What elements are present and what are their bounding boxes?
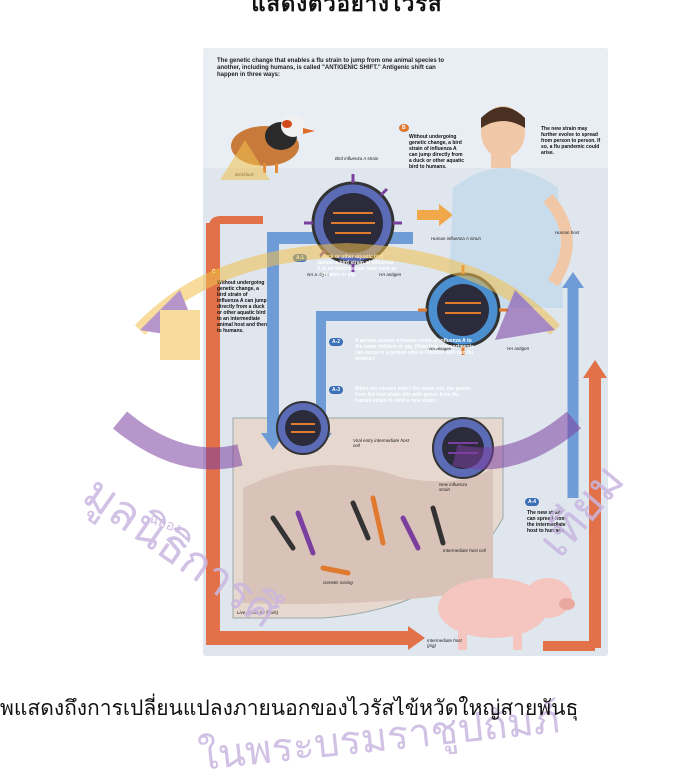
spread-text: The new strain may further evolve to spr…	[541, 126, 601, 156]
step-c-text: Without undergoing genetic change, a bir…	[217, 280, 267, 334]
step-a1-badge: A-1	[293, 254, 307, 262]
ha-antigen-label: HA antigen	[507, 346, 537, 351]
new-strain-label: New influenza strain	[439, 482, 479, 492]
step-a4-text: The new strain can spread from the inter…	[527, 510, 567, 534]
step-b-badge: B	[399, 124, 409, 132]
step-a1-text: A duck or other aquatic bird passes a bi…	[317, 254, 397, 278]
live-tissue-label: Live tissue (or fluids)	[237, 610, 278, 615]
step-a4-badge: A-4	[525, 498, 539, 506]
figure-intro-text: The genetic change that enables a flu st…	[217, 58, 457, 79]
step-a3-badge: A-3	[329, 386, 343, 394]
page-title: แสดงตัวอย่างไวรัส	[0, 0, 694, 21]
human-strain-label: Human influenza A strain	[431, 236, 481, 241]
intermediate-host-pig-label: Intermediate host (pig)	[427, 638, 467, 648]
genetic-mixing-label: Genetic mixing	[323, 580, 353, 585]
duck-label: Bird/duck	[235, 172, 254, 177]
watermark-small-text: ฉลอง	[147, 511, 184, 537]
viral-entry-label: Viral entry intermediate host cell	[353, 438, 413, 448]
step-c-badge: C	[209, 268, 219, 276]
step-a2-text: A person passes a human strain of influe…	[355, 338, 475, 362]
step-a3-text: When the viruses infect the same cell, t…	[355, 386, 475, 404]
human-host-label: Human host	[555, 230, 583, 235]
antigenic-shift-figure: The genetic change that enables a flu st…	[203, 48, 608, 656]
figure-caption: พแสดงถึงการเปลี่ยนแปลงภายนอกของไวรัสไข้ห…	[0, 692, 578, 725]
bird-strain-label: Bird influenza A strain	[335, 156, 378, 161]
step-b-text: Without undergoing genetic change, a bir…	[409, 134, 465, 170]
intermediate-cell-label: Intermediate host cell	[443, 548, 493, 553]
step-a2-badge: A-2	[329, 338, 343, 346]
